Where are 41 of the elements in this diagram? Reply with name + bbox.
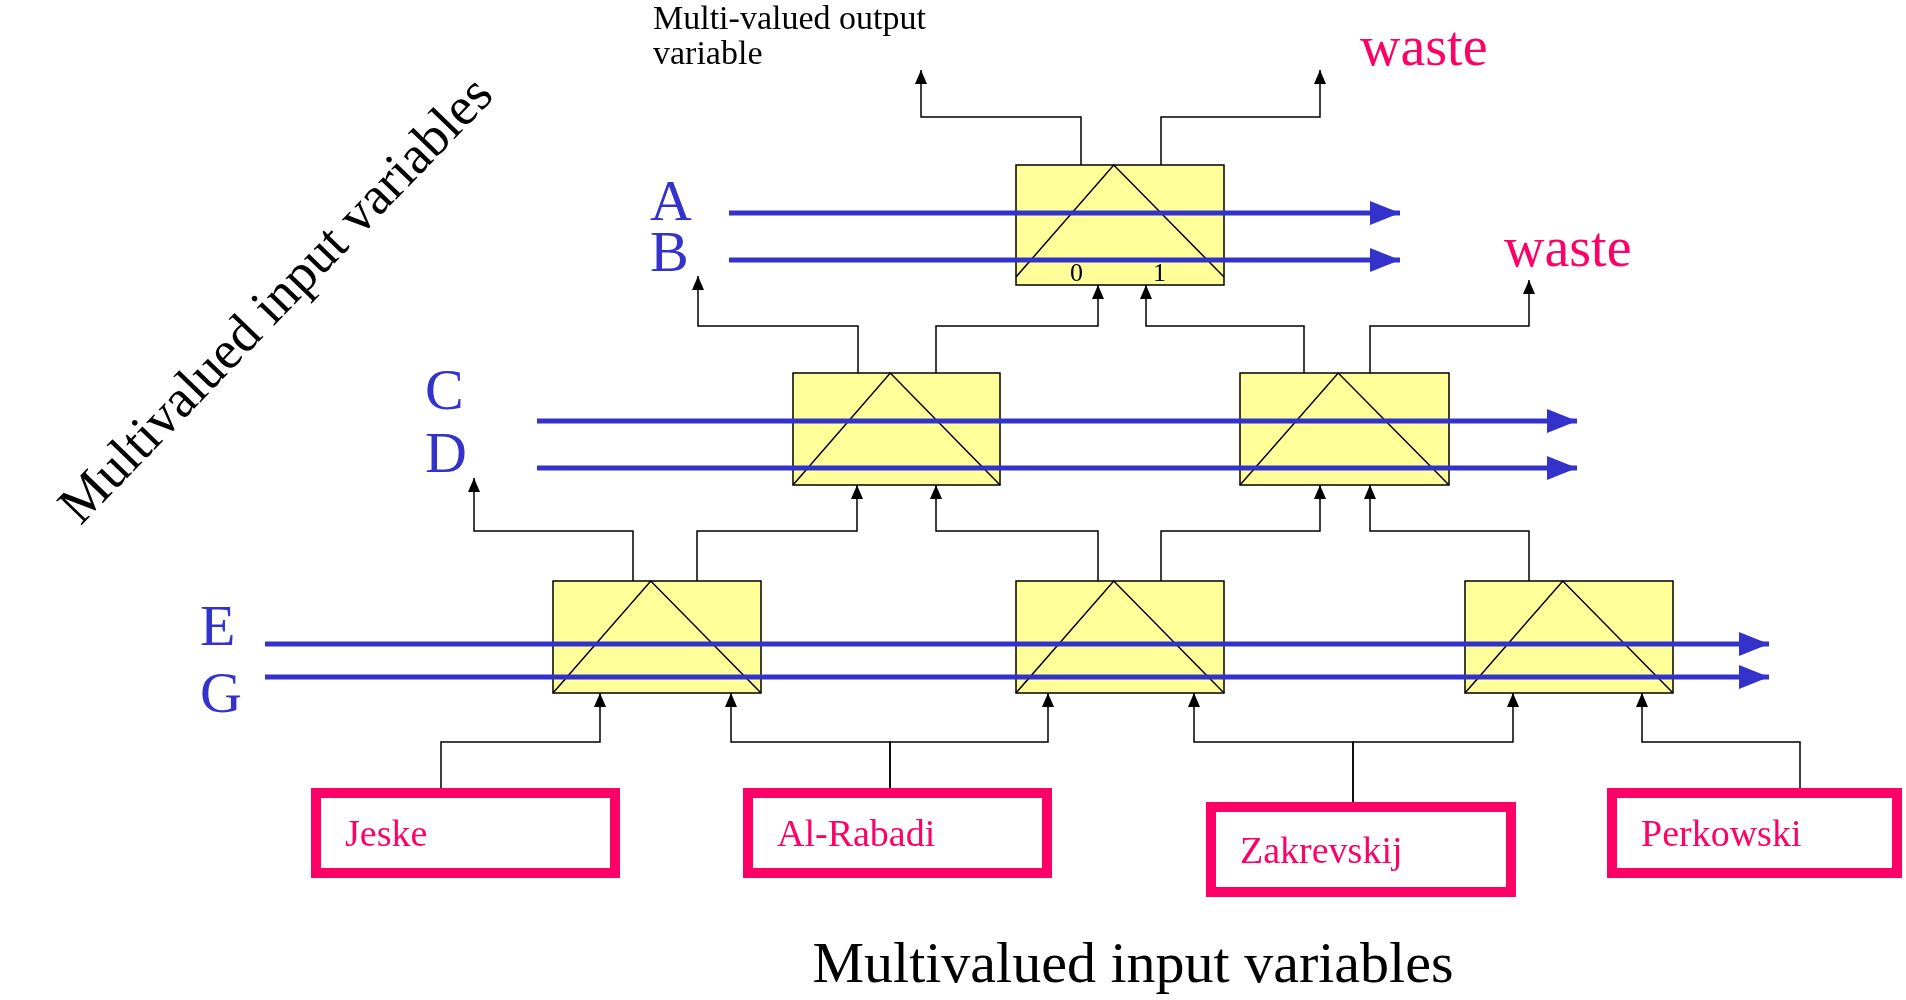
signal-letter: E <box>200 592 265 648</box>
wire-arrow <box>889 692 1054 789</box>
wire-arrow <box>1160 484 1326 582</box>
signal-letter: B <box>650 228 729 276</box>
port-label: 0 <box>1070 260 1083 286</box>
signal-arrow <box>537 409 1577 433</box>
name-box <box>311 788 620 878</box>
wire-arrow <box>440 692 606 789</box>
wire-arrow <box>930 484 1099 582</box>
signal-arrow <box>537 456 1577 480</box>
wire-arrow <box>915 69 1082 166</box>
signal-letter: G <box>200 668 265 718</box>
port-label: 1 <box>1153 260 1166 286</box>
name-label: Perkowski <box>1640 811 1802 855</box>
signal-letter: C <box>425 355 537 425</box>
name-label: Al-Rabadi <box>776 811 936 855</box>
wire-arrow <box>1636 692 1801 789</box>
name-box <box>1607 788 1902 878</box>
name-label: Zakrevskij <box>1239 827 1403 872</box>
signal-arrow <box>265 632 1769 656</box>
waste-label: waste <box>1320 22 1510 70</box>
signal-letter: A <box>650 176 729 226</box>
wire-arrow <box>1140 284 1305 374</box>
signal-arrow <box>729 248 1400 272</box>
output-caption: Multi-valued output variable <box>653 0 1013 70</box>
wire-arrow <box>1369 279 1535 374</box>
waste-label: waste <box>1504 214 1654 280</box>
wire-arrow <box>696 484 863 582</box>
signal-arrow <box>729 201 1400 225</box>
signal-arrow <box>265 665 1769 689</box>
name-label: Jeske <box>344 811 428 855</box>
signal-letter: D <box>425 428 537 478</box>
name-box <box>743 788 1052 878</box>
wire-arrow <box>1364 484 1530 582</box>
wire-arrow <box>1160 69 1326 166</box>
name-box <box>1206 802 1516 897</box>
wire-arrow <box>468 477 634 582</box>
wire-arrow <box>692 275 859 374</box>
wire-arrow <box>935 284 1104 374</box>
wire-arrow <box>1352 692 1519 803</box>
axis-caption: Multivalued input variables <box>812 930 1454 997</box>
